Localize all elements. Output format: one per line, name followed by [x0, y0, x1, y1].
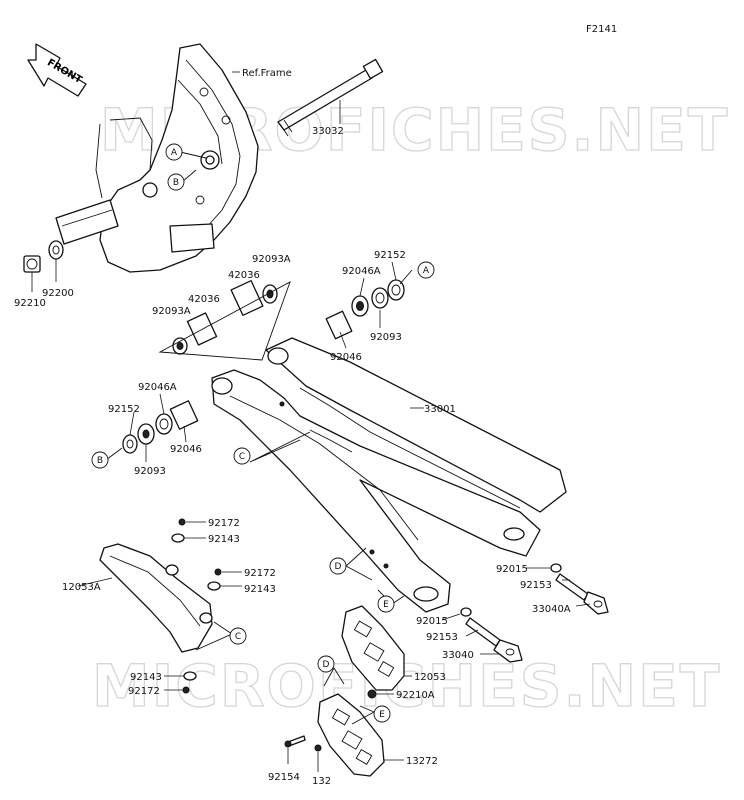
washer-92143-a [171, 533, 185, 543]
chain-guide-13272 [317, 693, 385, 777]
washer-92200 [48, 240, 64, 260]
label-p-92046a-left: 92046A [138, 382, 177, 393]
label-p-92172-b: 92172 [244, 568, 276, 579]
label-p-33032: 33032 [312, 126, 344, 137]
label-p-92093-left: 92093 [134, 466, 166, 477]
frame-reference [55, 43, 259, 273]
label-p-92046a-top: 92046A [342, 266, 381, 277]
label-p-92015-b: 92015 [416, 616, 448, 627]
label-p-92143-a: 92143 [208, 534, 240, 545]
svg-text:A: A [171, 148, 178, 158]
callout-a-2: A [417, 261, 435, 279]
right-pivot-stack [325, 279, 405, 340]
label-p-33001: 33001 [424, 404, 456, 415]
svg-text:B: B [173, 178, 179, 188]
label-p-92152-left: 92152 [108, 404, 140, 415]
label-p-33040: 33040 [442, 650, 474, 661]
label-p-12053a: 12053A [62, 582, 101, 593]
callout-c-5: C [229, 627, 247, 645]
callout-b-3: B [91, 451, 109, 469]
label-p-42036-top: 42036 [228, 270, 260, 281]
pivot-nut-92210 [23, 255, 41, 273]
svg-text:A: A [423, 266, 430, 276]
adjuster-33040a [550, 563, 609, 615]
svg-text:B: B [97, 456, 103, 466]
upper-pivot-parts [158, 280, 291, 361]
label-p-92093a-mid: 92093A [152, 306, 191, 317]
callout-d-8: D [317, 655, 335, 673]
label-p-92152-top: 92152 [374, 250, 406, 261]
diagram-code: F2141 [586, 24, 617, 35]
label-p-92046-left: 92046 [170, 444, 202, 455]
svg-text:C: C [239, 452, 245, 462]
label-p-132: 132 [312, 776, 331, 787]
svg-text:D: D [335, 562, 342, 572]
chain-slider-12053a [99, 543, 213, 653]
callout-e-9: E [373, 705, 391, 723]
label-p-13272: 13272 [406, 756, 438, 767]
callout-e-7: E [377, 595, 395, 613]
label-p-42036-mid: 42036 [188, 294, 220, 305]
label-p-92143-b: 92143 [244, 584, 276, 595]
swingarm-33001 [211, 337, 567, 613]
label-p-92200: 92200 [42, 288, 74, 299]
left-pivot-stack [122, 400, 199, 454]
bolt-92154 [284, 735, 306, 748]
label-p-33040a: 33040A [532, 604, 571, 615]
pivot-shaft [277, 58, 384, 137]
svg-text:E: E [383, 600, 389, 610]
label-ref-frame: Ref.Frame [242, 68, 292, 79]
nut-92210a [367, 689, 377, 699]
front-arrow-icon: FRONT [27, 43, 87, 97]
label-p-12053: 12053 [414, 672, 446, 683]
label-p-92210a: 92210A [396, 690, 435, 701]
callout-d-6: D [329, 557, 347, 575]
label-p-92143-c: 92143 [130, 672, 162, 683]
washer-92143-c [183, 671, 197, 681]
chain-guide-12053 [341, 605, 405, 691]
label-p-92093-top: 92093 [370, 332, 402, 343]
bolt-92172-c [182, 686, 190, 694]
label-p-92093a-top: 92093A [252, 254, 291, 265]
label-p-92172-a: 92172 [208, 518, 240, 529]
washer-92143-b [207, 581, 221, 591]
label-p-92015-a: 92015 [496, 564, 528, 575]
svg-text:C: C [235, 632, 241, 642]
label-p-92153-a: 92153 [520, 580, 552, 591]
callout-b-1: B [167, 173, 185, 191]
part-labels: 33032922009221092093A420364203692093A920… [14, 126, 571, 787]
label-p-92154: 92154 [268, 772, 300, 783]
bolt-92172-a [178, 518, 186, 526]
label-p-92153-b: 92153 [426, 632, 458, 643]
label-p-92046-top: 92046 [330, 352, 362, 363]
watermark-bottom: MICROFICHES.NET [92, 652, 721, 720]
callout-c-4: C [233, 447, 251, 465]
callout-letters: A B A B C C D E D E [91, 143, 435, 723]
svg-text:E: E [379, 710, 385, 720]
callout-a-0: A [165, 143, 183, 161]
adjuster-33040 [460, 607, 523, 663]
svg-text:D: D [323, 660, 330, 670]
bolt-132 [314, 744, 322, 752]
bolt-92172-b [214, 568, 222, 576]
label-p-92172-c: 92172 [128, 686, 160, 697]
label-p-92210: 92210 [14, 298, 46, 309]
